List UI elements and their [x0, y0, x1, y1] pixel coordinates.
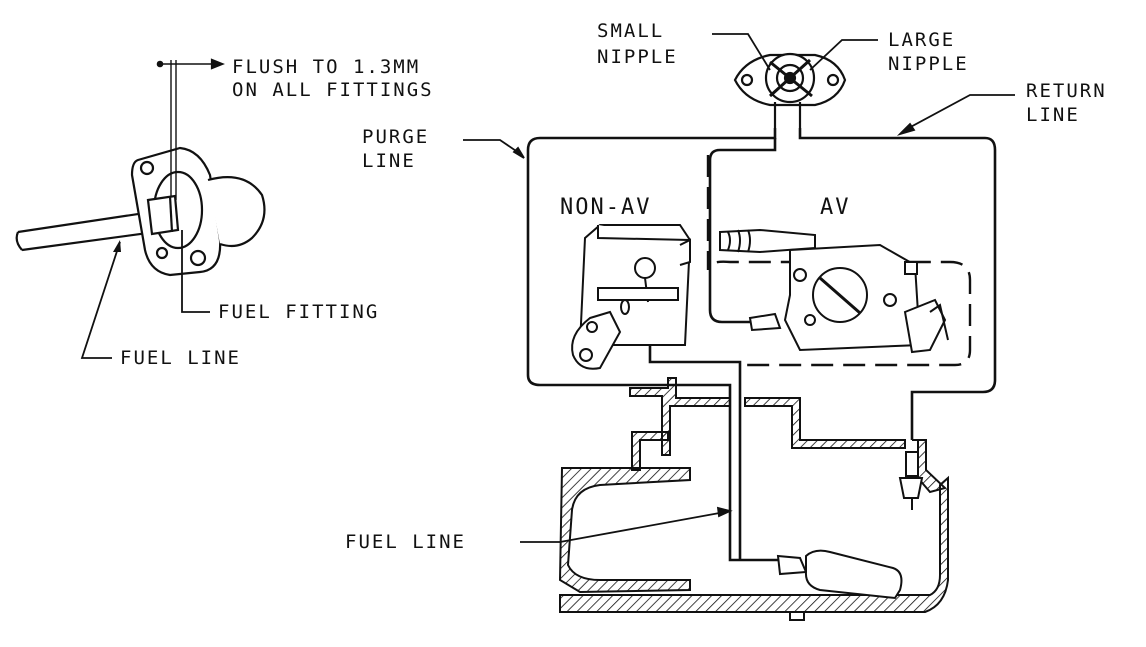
- return-line-label-line1: RETURN: [1026, 80, 1107, 102]
- non-av-carburetor: [571, 224, 692, 370]
- flange-hole-top: [139, 160, 155, 176]
- flange-hole-left: [155, 246, 169, 260]
- flange-hole-bottom: [189, 249, 207, 267]
- return-line-label-line2: LINE: [1026, 104, 1080, 126]
- fuel-lines: [526, 128, 997, 562]
- tank-cap-assembly: [733, 52, 847, 128]
- av-label: AV: [820, 195, 851, 220]
- non-av-label: NON-AV: [560, 195, 652, 220]
- return-vent-valve: [898, 451, 924, 510]
- fuel-line-bottom-label: FUEL LINE: [345, 531, 466, 553]
- line-leaders: [463, 94, 1015, 159]
- fuel-fitting: [146, 194, 180, 236]
- av-carburetor: [719, 228, 949, 354]
- fuel-line-leader: [520, 506, 733, 543]
- fuel-line-left-label: FUEL LINE: [120, 347, 241, 369]
- purge-line-label-line1: PURGE: [362, 126, 430, 148]
- nipple-leaders: [712, 33, 878, 71]
- flush-note-line2: ON ALL FITTINGS: [232, 79, 434, 101]
- fitting-detail: [15, 58, 266, 359]
- large-nipple-label-line2: NIPPLE: [888, 53, 969, 75]
- large-nipple-label-line1: LARGE: [888, 29, 956, 51]
- purge-line-label-line2: LINE: [362, 150, 416, 172]
- fuel-pickup-filter: [776, 549, 903, 600]
- flush-note-line1: FLUSH TO 1.3MM: [232, 56, 421, 78]
- fuel-fitting-label: FUEL FITTING: [218, 301, 380, 323]
- small-nipple-label-line1: SMALL: [597, 20, 665, 42]
- primer-bulb: [207, 176, 266, 248]
- small-nipple-label-line2: NIPPLE: [597, 46, 678, 68]
